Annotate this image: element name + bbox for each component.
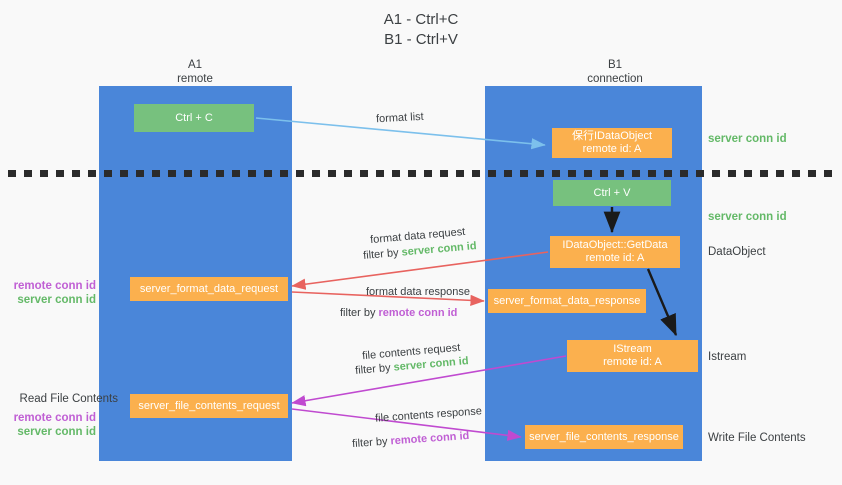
page-title: A1 - Ctrl+C B1 - Ctrl+V xyxy=(0,10,842,50)
label-server-conn-id-format: server conn id xyxy=(17,294,96,306)
edge-label-format-list: format list xyxy=(375,110,424,126)
node-istream-title: IStream xyxy=(613,343,652,355)
node-server-format-data-response-label: server_format_data_response xyxy=(493,294,641,307)
title-line-2: B1 - Ctrl+V xyxy=(384,31,458,48)
edge-label-format-data-response-filter: filter by remote conn id xyxy=(340,306,457,320)
edge-label-format-data-response: format data response xyxy=(366,286,470,298)
column-b1-name: B1 xyxy=(607,59,623,71)
node-ctrl-c-label: Ctrl + C xyxy=(175,111,213,124)
node-format-list-dataobject-title: 保行IDataObject xyxy=(571,130,653,142)
node-server-file-contents-request[interactable]: server_file_contents_request xyxy=(130,394,288,418)
filter-value-remote-conn-id-1: remote conn id xyxy=(378,307,458,319)
node-format-list-dataobject-subtitle: remote id: A xyxy=(582,143,642,155)
node-idataobject-getdata[interactable]: IDataObject::GetData remote id: A xyxy=(550,236,680,268)
title-line-1: A1 - Ctrl+C xyxy=(383,11,459,28)
label-dataobject: DataObject xyxy=(708,246,766,258)
edge-label-file-contents-response: file contents response xyxy=(374,405,483,425)
filter-prefix-1: filter by xyxy=(362,246,400,262)
label-server-conn-id-file: server conn id xyxy=(17,426,96,438)
label-read-file-contents: Read File Contents xyxy=(19,393,118,405)
edge-label-file-contents-response-filter: filter by remote conn id xyxy=(352,429,470,451)
node-server-format-data-response[interactable]: server_format_data_response xyxy=(488,289,646,313)
node-ctrl-v-label: Ctrl + V xyxy=(593,186,631,199)
filter-prefix-3: filter by xyxy=(354,361,392,377)
node-format-list-dataobject[interactable]: 保行IDataObject remote id: A xyxy=(552,128,672,158)
filter-prefix-4: filter by xyxy=(351,435,388,451)
label-remote-conn-id-format: remote conn id xyxy=(13,280,96,292)
node-istream-subtitle: remote id: A xyxy=(603,356,662,368)
node-server-file-contents-response[interactable]: server_file_contents_response xyxy=(525,425,683,449)
label-left-conn-ids-format: remote conn id server conn id xyxy=(8,279,96,307)
label-server-conn-id-mid: server conn id xyxy=(708,211,787,223)
label-write-file-contents: Write File Contents xyxy=(708,432,806,444)
column-a1-sub: remote xyxy=(177,73,213,85)
label-istream: Istream xyxy=(708,351,747,363)
node-idataobject-getdata-title: IDataObject::GetData xyxy=(562,239,668,251)
node-ctrl-c[interactable]: Ctrl + C xyxy=(134,104,254,132)
node-ctrl-v[interactable]: Ctrl + V xyxy=(553,180,671,206)
column-header-a1: A1 remote xyxy=(125,58,265,86)
filter-value-remote-conn-id-2: remote conn id xyxy=(390,429,470,448)
node-server-file-contents-request-label: server_file_contents_request xyxy=(138,399,280,412)
label-left-conn-ids-file: remote conn id server conn id xyxy=(8,411,96,439)
node-istream[interactable]: IStream remote id: A xyxy=(567,340,698,372)
node-idataobject-getdata-subtitle: remote id: A xyxy=(585,252,645,264)
label-remote-conn-id-file: remote conn id xyxy=(13,412,96,424)
divider-dashed-line xyxy=(8,170,834,177)
column-header-b1: B1 connection xyxy=(540,58,690,86)
node-server-format-data-request-label: server_format_data_request xyxy=(139,282,279,295)
node-server-file-contents-response-label: server_file_contents_response xyxy=(529,430,679,443)
label-server-conn-id-top: server conn id xyxy=(708,133,787,145)
node-server-format-data-request[interactable]: server_format_data_request xyxy=(130,277,288,301)
filter-prefix-2: filter by xyxy=(340,307,376,319)
column-a1-name: A1 xyxy=(187,59,203,71)
column-b1-sub: connection xyxy=(587,73,643,85)
